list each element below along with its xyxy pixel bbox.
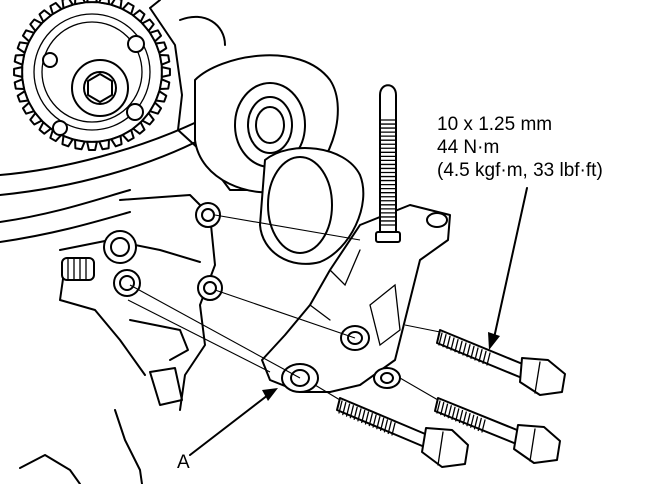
engine-block	[19, 0, 263, 484]
idler-pulleys	[179, 15, 365, 265]
cam-sprocket	[13, 0, 171, 151]
alignment-lines	[127, 214, 441, 401]
bolt-upper	[436, 329, 566, 396]
stud-bolt	[375, 84, 401, 243]
bolts	[336, 329, 566, 468]
bracket-a	[261, 204, 451, 393]
callout-a-label: A	[177, 452, 190, 473]
spec-leader-arrow	[488, 187, 528, 350]
bolt-size-label: 10 x 1.25 mm	[437, 114, 553, 135]
timing-belt	[0, 117, 216, 243]
torque-alt-label: (4.5 kgf·m, 33 lbf·ft)	[437, 160, 603, 181]
callout-a-arrow	[189, 388, 278, 456]
bolt-lower-left	[336, 397, 469, 468]
bolt-lower-right	[434, 397, 561, 464]
torque-nm-label: 44 N·m	[437, 137, 500, 158]
